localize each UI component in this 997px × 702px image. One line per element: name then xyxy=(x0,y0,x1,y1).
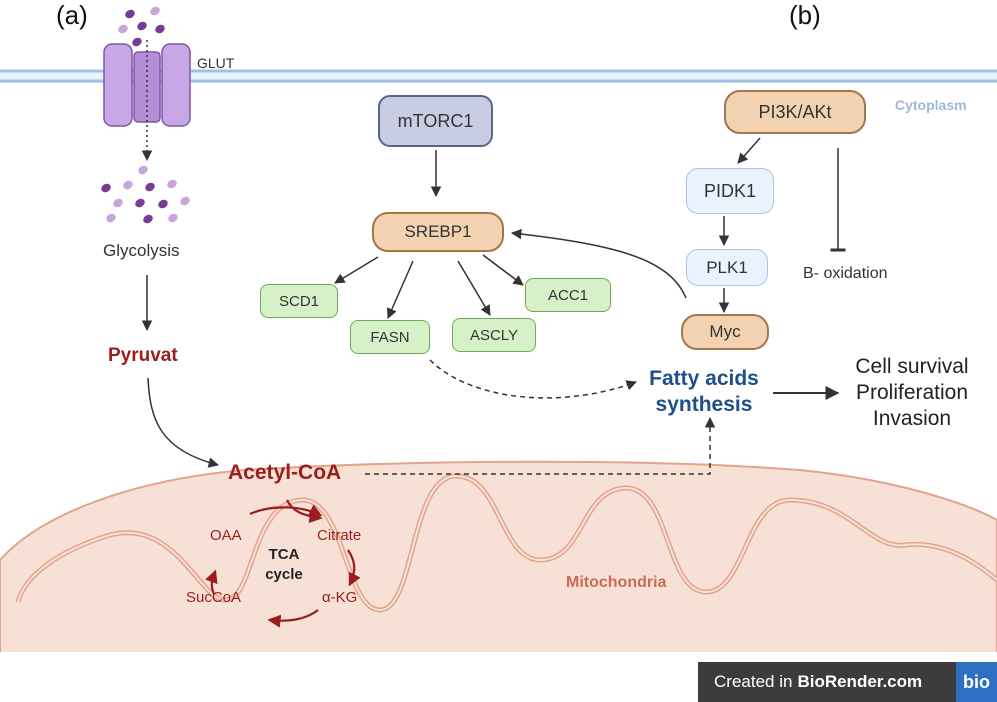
tca-citrate: Citrate xyxy=(317,527,362,544)
node-mtorc1: mTORC1 xyxy=(378,95,493,147)
outcome-line1: Cell survival xyxy=(855,355,969,378)
b-oxidation-label: B- oxidation xyxy=(803,265,888,282)
outcomes-label: Cell survival Proliferation Invasion xyxy=(842,354,982,432)
outcome-line2: Proliferation xyxy=(855,381,969,404)
tca-succoa: SucCoA xyxy=(186,589,242,606)
node-pidk1: PIDK1 xyxy=(686,168,774,214)
outcome-line3: Invasion xyxy=(872,407,952,430)
glut-transporter xyxy=(103,40,191,162)
glucose-molecules-inside xyxy=(101,165,190,224)
tca-center-line2: cycle xyxy=(265,566,303,583)
badge-brand: BioRender.com xyxy=(797,672,923,691)
node-srebp1: SREBP1 xyxy=(372,212,504,252)
tca-cycle-label: TCA cycle xyxy=(256,545,312,585)
glut-label: GLUT xyxy=(197,55,235,71)
panel-label-b: (b) xyxy=(789,0,821,30)
node-ascly: ASCLY xyxy=(452,318,536,352)
mitochondrion xyxy=(0,460,997,702)
node-plk1: PLK1 xyxy=(686,249,768,286)
node-acc1: ACC1 xyxy=(525,278,611,312)
pyruvat-label: Pyruvat xyxy=(108,345,178,366)
tca-center-line1: TCA xyxy=(268,546,300,563)
node-scd1: SCD1 xyxy=(260,284,338,318)
glycolysis-label: Glycolysis xyxy=(103,241,180,260)
tca-oaa: OAA xyxy=(210,527,242,544)
glucose-molecules-outside xyxy=(118,6,165,47)
cytoplasm-label: Cytoplasm xyxy=(895,97,967,113)
panel-label-a: (a) xyxy=(56,0,88,30)
acetyl-coa-label: Acetyl-CoA xyxy=(228,461,342,484)
fatty-acids-synthesis-label: Fatty acids synthesis xyxy=(638,366,770,418)
mitochondria-label: Mitochondria xyxy=(566,574,667,591)
arrows xyxy=(141,137,846,475)
biorender-badge: Created in BioRender.com bio xyxy=(698,662,997,702)
badge-prefix: Created in xyxy=(714,672,793,691)
node-myc: Myc xyxy=(681,314,769,350)
fatty-acids-line2: synthesis xyxy=(655,393,753,416)
node-fasn: FASN xyxy=(350,320,430,354)
node-pi3k-akt: PI3K/AKt xyxy=(724,90,866,134)
biorender-logo: bio xyxy=(956,662,997,702)
tca-cycle-arrows xyxy=(205,499,361,628)
badge-text: Created in BioRender.com xyxy=(698,662,956,702)
fatty-acids-line1: Fatty acids xyxy=(649,367,759,390)
tca-akg: α-KG xyxy=(322,589,358,606)
